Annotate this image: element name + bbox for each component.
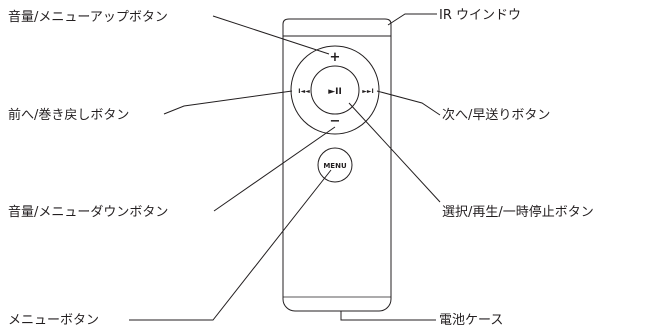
menu-button-label: MENU	[323, 162, 347, 170]
plus-symbol[interactable]: +	[330, 50, 341, 65]
label-battery-case: 電池ケース	[439, 313, 503, 328]
ir-window-icon	[282, 18, 392, 37]
leader-battery	[340, 311, 436, 321]
play-pause-button[interactable]	[310, 65, 360, 115]
label-volume-up-menu-up: 音量/メニューアップボタン	[8, 9, 168, 25]
label-menu-button: メニューボタン	[8, 313, 99, 328]
label-volume-down-menu-down: 音量/メニューダウンボタン	[8, 204, 168, 220]
leader-previous	[163, 90, 293, 115]
minus-symbol[interactable]: −	[330, 114, 341, 129]
leader-volume-up	[212, 15, 330, 55]
label-ir-window: IR ウインドウ	[439, 8, 521, 23]
next-icon[interactable]: ►►I	[362, 88, 373, 95]
label-select-play-pause: 選択/再生/一時停止ボタン	[442, 204, 594, 220]
leader-lines	[129, 13, 441, 321]
label-previous-rewind: 前へ/巻き戻しボタン	[8, 107, 129, 123]
leader-ir-window	[387, 13, 437, 26]
label-next-fast-forward: 次へ/早送りボタン	[442, 107, 550, 123]
leader-volume-down	[213, 126, 336, 212]
leader-select	[348, 102, 441, 203]
leader-next	[376, 90, 441, 116]
menu-button[interactable]: MENU	[317, 147, 353, 183]
menu-button-circle[interactable]	[317, 147, 353, 183]
play-pause-icon: ►II	[328, 87, 342, 97]
leader-menu	[129, 169, 332, 321]
previous-icon[interactable]: I◄◄	[298, 88, 310, 95]
callout-labels: 音量/メニューアップボタン IR ウインドウ 前へ/巻き戻しボタン 次へ/早送り…	[8, 8, 594, 328]
